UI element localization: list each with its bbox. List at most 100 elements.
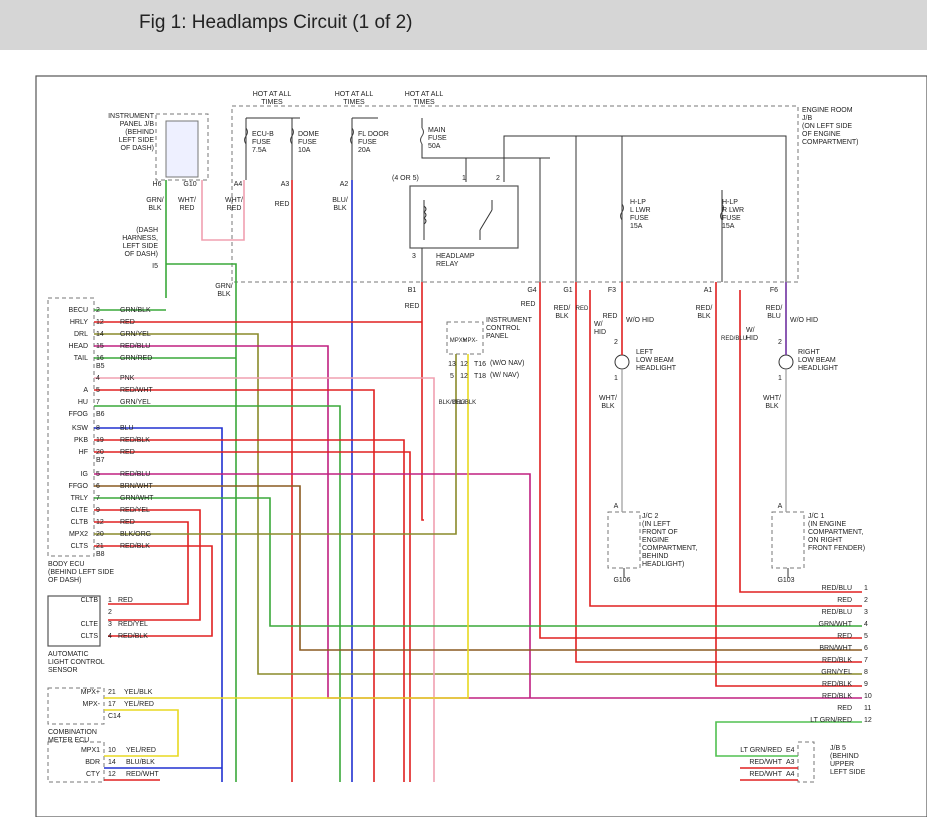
icp-yel-blk xyxy=(104,354,469,699)
jc2-a: A xyxy=(614,503,619,510)
meter-pin-num-1: 17 xyxy=(108,701,116,708)
auto-light-sensor-box xyxy=(47,595,101,647)
bulb-l-2: 2 xyxy=(614,339,618,346)
icp-13: 13 xyxy=(448,361,456,368)
right-col-wire-0: RED/BLU xyxy=(822,585,852,592)
meter2-pin-wire-0: YEL/RED xyxy=(126,747,156,754)
body-ecu-pin-wire-11: RED/BLK xyxy=(120,437,150,444)
body-ecu-pin-name-2: DRL xyxy=(74,331,88,338)
b1-red xyxy=(421,282,424,521)
body-ecu-pin-name-9: FFOG xyxy=(69,411,88,418)
jb5-box xyxy=(797,741,815,783)
body-ecu-pin-name-15: FFGO xyxy=(69,483,89,490)
main-fuse-symbol xyxy=(420,127,424,145)
mpx-plus: MPX+ xyxy=(450,338,467,344)
bulb-r-1: 1 xyxy=(778,375,782,382)
body-ecu-wire-4 xyxy=(94,377,435,782)
body-ecu-pin-wire-3: RED/BLU xyxy=(120,343,150,350)
redblu-vert: RED/BLU xyxy=(721,336,747,342)
body-ecu-wire-15 xyxy=(94,380,457,535)
right-col-num-6: 7 xyxy=(864,657,868,664)
w-nav-label: (W/ NAV) xyxy=(490,372,519,379)
a4-label: A4 xyxy=(234,181,243,188)
g1-red-blk xyxy=(575,282,862,663)
body-ecu-pin-name-8: HU xyxy=(78,399,88,406)
a1-red-blk xyxy=(715,282,862,687)
body-ecu-pin-num-11: 19 xyxy=(96,437,104,444)
jb5-pin-num-1: A3 xyxy=(786,759,795,766)
right-col-num-2: 3 xyxy=(864,609,868,616)
meter-pin-wire-0: YEL/BLK xyxy=(124,689,153,696)
h6-label: H6 xyxy=(153,181,162,188)
relay-1: 1 xyxy=(462,175,466,182)
combination-meter-box xyxy=(47,687,105,725)
right-col-wire-8: RED/BLK xyxy=(822,681,852,688)
body-ecu-wire-14 xyxy=(94,521,189,605)
body-ecu-pin-num-10: 8 xyxy=(96,425,100,432)
sensor-pin-wire-3: RED/BLK xyxy=(118,633,148,640)
instrument-control-panel-box xyxy=(446,321,484,355)
wht-red-a4: WHT/RED xyxy=(225,197,243,212)
body-ecu-pin-wire-15: BRN/WHT xyxy=(120,483,153,490)
jb5-pin-num-2: A4 xyxy=(786,771,795,778)
right-col-num-7: 8 xyxy=(864,669,868,676)
body-ecu-pin-name-19: MPX2 xyxy=(69,531,88,538)
sensor-pin-name-3: CLTS xyxy=(81,633,99,640)
body-ecu-pin-wire-1: RED xyxy=(120,319,135,326)
main-feed xyxy=(421,144,550,159)
body-ecu-pin-num-15: 6 xyxy=(96,483,100,490)
meter2-pin-num-0: 10 xyxy=(108,747,116,754)
icp-12b: 12 xyxy=(460,373,468,380)
body-ecu-pin-name-0: BECU xyxy=(69,307,88,314)
wo-hid-label-l: W/O HID xyxy=(626,317,654,324)
body-ecu-pin-name-4: TAIL xyxy=(74,355,88,362)
body-ecu-pin-wire-8: GRN/YEL xyxy=(120,399,151,406)
body-ecu-pin-name-10: KSW xyxy=(72,425,88,432)
body-ecu-pin-wire-17: RED/YEL xyxy=(120,507,150,514)
body-ecu-pin-num-7: 5 xyxy=(96,387,100,394)
g106-label: G106 xyxy=(613,577,630,584)
jc2-box xyxy=(607,511,641,569)
red-blk-a1: RED/BLK xyxy=(696,305,713,320)
sensor-pin-num-3: 4 xyxy=(108,633,112,640)
wire-layer xyxy=(94,117,862,782)
w-hid-label-l: W/HID xyxy=(594,321,606,336)
red-g4: RED xyxy=(521,301,536,308)
body-ecu-pin-num-21: B8 xyxy=(96,551,105,558)
g10-label: G10 xyxy=(183,181,196,188)
body-ecu-pin-name-18: CLTB xyxy=(71,519,89,526)
red-blu-f6: RED/BLU xyxy=(766,305,783,320)
body-ecu-wire-6 xyxy=(94,405,341,782)
wht-blk-l: WHT/BLK xyxy=(599,395,617,410)
body-ecu-pin-num-3: 15 xyxy=(96,343,104,350)
body-ecu-pin-num-17: 9 xyxy=(96,507,100,514)
red-a3: RED xyxy=(275,201,290,208)
body-ecu-pin-wire-12: RED xyxy=(120,449,135,456)
relay-3: 3 xyxy=(412,253,416,260)
right-col-wire-6: RED/BLK xyxy=(822,657,852,664)
body-ecu-pin-num-16: 7 xyxy=(96,495,100,502)
sensor-pin-wire-0: RED xyxy=(118,597,133,604)
body-ecu-wire-10 xyxy=(94,473,531,698)
body-ecu-pin-num-19: 20 xyxy=(96,531,104,538)
jb5-pin-wire-1: RED/WHT xyxy=(749,759,782,766)
title-bar: Fig 1: Headlamps Circuit (1 of 2) xyxy=(0,0,927,50)
jb5-pin-num-0: E4 xyxy=(786,747,795,754)
body-ecu-box xyxy=(47,297,95,557)
right-col-wire-7: GRN/YEL xyxy=(821,669,852,676)
right-col-num-1: 2 xyxy=(864,597,868,604)
diagram-frame xyxy=(35,75,927,817)
b1-label: B1 xyxy=(408,287,417,294)
wo-hid-label-r: W/O HID xyxy=(790,317,818,324)
